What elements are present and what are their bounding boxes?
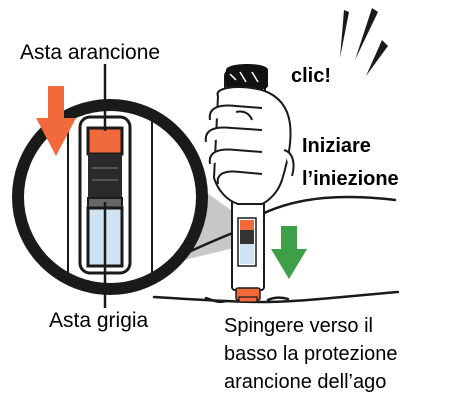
orange-down-arrow-icon bbox=[36, 86, 76, 156]
hand bbox=[204, 86, 295, 205]
gray-rod-label: Asta grigia bbox=[49, 309, 149, 332]
pen-window-blue bbox=[240, 244, 254, 264]
start-injection-line-2: l’iniezione bbox=[302, 168, 399, 190]
pen-window-mechanism bbox=[240, 230, 254, 244]
zoom-circle bbox=[12, 64, 208, 308]
start-injection-label: Iniziare l’iniezione bbox=[302, 130, 399, 196]
click-burst-icon bbox=[340, 8, 388, 76]
click-label: clic! bbox=[291, 65, 332, 87]
orange-rod-label: Asta arancione bbox=[20, 41, 161, 64]
start-injection-line-1: Iniziare bbox=[302, 135, 371, 157]
orange-rod bbox=[86, 126, 124, 156]
thumb bbox=[226, 64, 268, 91]
instruction-line-2: basso la protezione bbox=[224, 343, 398, 365]
mechanism bbox=[88, 154, 122, 198]
green-down-arrow-icon bbox=[271, 226, 307, 279]
instruction-line-3: arancione dell’ago bbox=[224, 371, 387, 393]
autoinjector-pen bbox=[224, 69, 266, 303]
pen-window-orange bbox=[240, 220, 254, 230]
instruction-text: Spingere verso il basso la protezione ar… bbox=[224, 312, 397, 396]
instruction-line-1: Spingere verso il bbox=[224, 315, 373, 337]
